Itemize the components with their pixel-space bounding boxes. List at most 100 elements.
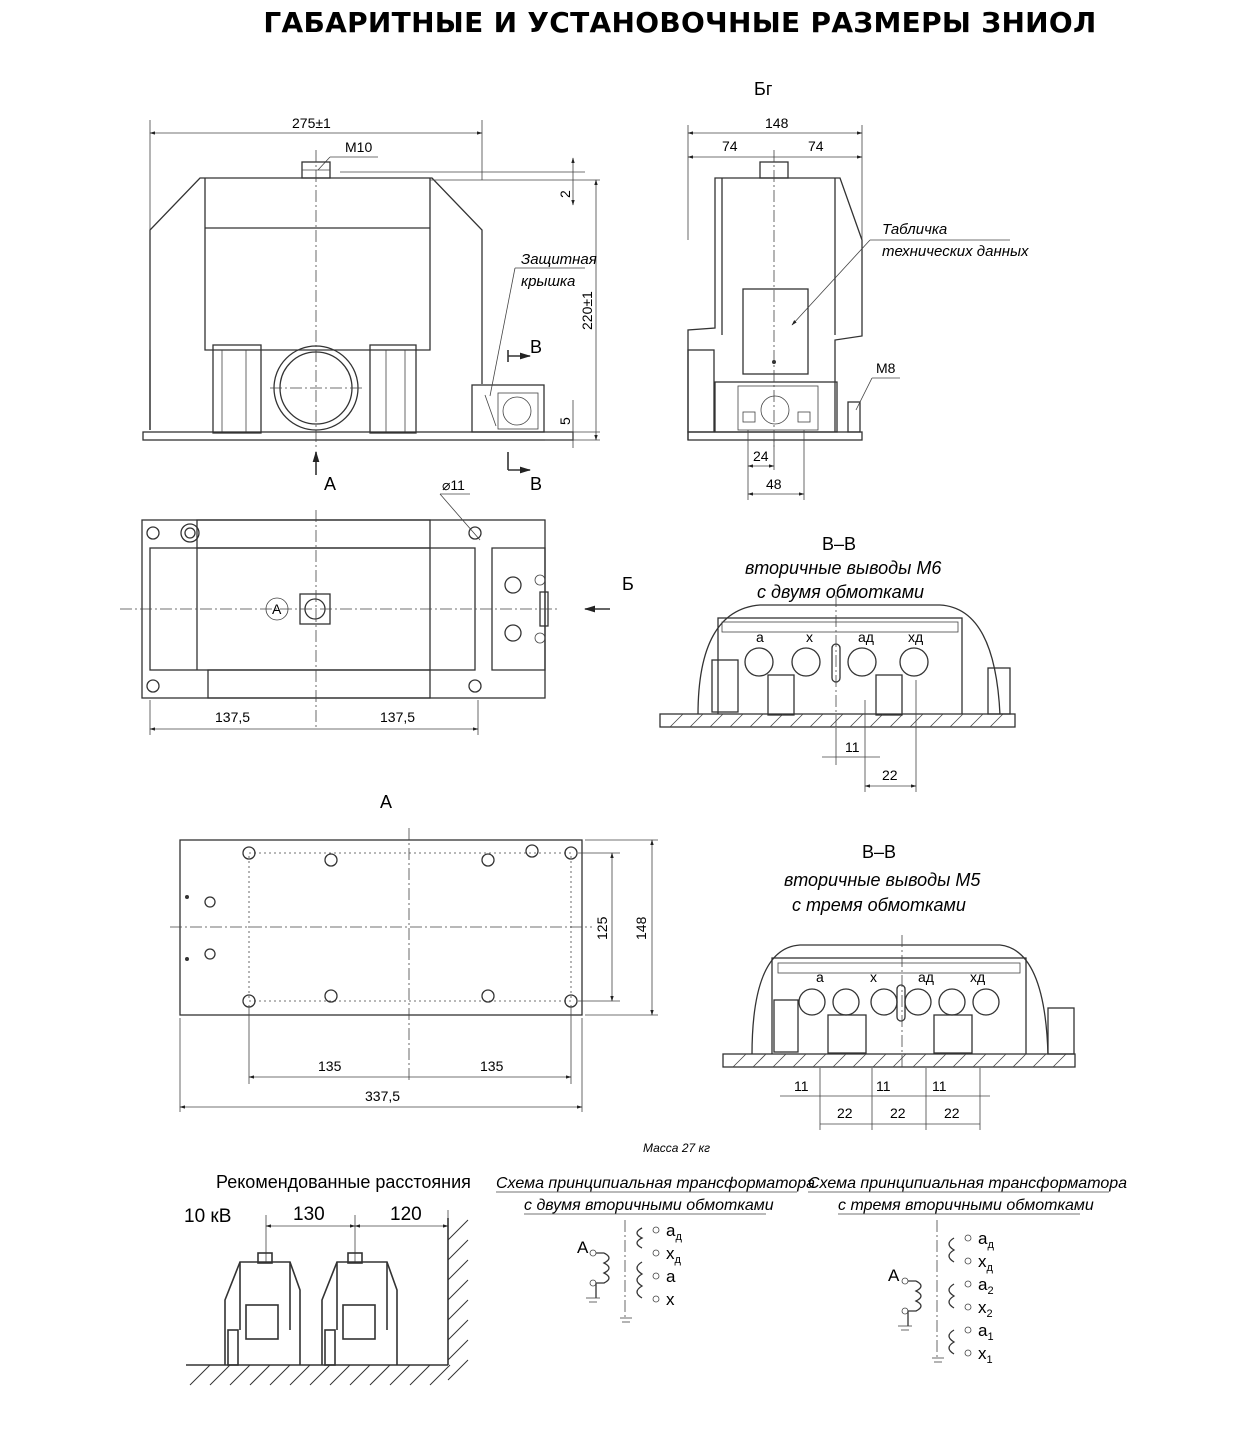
m5-subtitle-2: с тремя обмотками <box>792 895 966 915</box>
section-m6: В–В вторичные выводы М6 с двумя обмоткам… <box>659 534 1016 792</box>
hole-label: ⌀11 <box>442 477 465 493</box>
m5-subtitle-1: вторичные выводы М5 <box>784 870 981 890</box>
scheme-two-title-2: с двумя вторичными обмотками <box>524 1197 774 1214</box>
m6-dim-22: 22 <box>882 767 898 783</box>
front-width-dim: 275±1 <box>292 115 331 131</box>
side-half-right: 74 <box>808 138 824 154</box>
scheme-two-tap-label-1: хд <box>666 1244 682 1266</box>
bottom-dim-125: 125 <box>594 916 610 940</box>
plate-label-line2: технических данных <box>882 243 1029 260</box>
scheme-three-tap-label-1: хд <box>978 1252 994 1274</box>
scheme-two-tap-label-2: а <box>666 1267 676 1286</box>
mass-label: Масса 27 кг <box>643 1141 710 1155</box>
m6-title: В–В <box>822 534 856 554</box>
scheme-two-tap-label-3: х <box>666 1290 675 1309</box>
scheme-three-tap-label-4: а1 <box>978 1321 994 1343</box>
side-width-dim: 148 <box>765 115 789 131</box>
transformer-1 <box>224 1252 301 1366</box>
side-bolt-label: М8 <box>876 360 896 376</box>
bottom-dim-total: 337,5 <box>365 1088 400 1104</box>
distances-voltage: 10 кВ <box>184 1206 231 1227</box>
scheme-three-primary: А <box>888 1266 900 1285</box>
scheme-three-terminal-2 <box>964 1280 972 1288</box>
m6-terminal-xd: хд <box>908 629 923 645</box>
front-dim-2: 2 <box>557 190 573 198</box>
scheme-two-primary: А <box>577 1238 589 1257</box>
scheme-two-terminal-2 <box>652 1272 660 1280</box>
m5-dim-22-b: 22 <box>890 1105 906 1121</box>
m5-dim-11-a: 11 <box>794 1078 809 1094</box>
scheme-three-tap-label-0: ад <box>978 1229 994 1251</box>
m6-terminal-a: а <box>756 629 764 645</box>
front-bolt-label: М10 <box>345 139 372 155</box>
scheme-two-title-1: Схема принципиальная трансформатора <box>496 1175 815 1192</box>
scheme-two-terminal-0 <box>652 1226 660 1234</box>
scheme-two-terminal-1 <box>652 1249 660 1257</box>
plate-label-line1: Табличка <box>882 221 947 238</box>
wall-hatch <box>447 1219 469 1381</box>
m5-terminal-ad: ад <box>918 969 934 985</box>
m5-dim-11-c: 11 <box>932 1078 947 1094</box>
scheme-three-tap-label-5: х1 <box>978 1344 993 1366</box>
scheme-three-terminal-5 <box>964 1349 972 1357</box>
m5-dim-11-b: 11 <box>876 1078 891 1094</box>
front-view: 275±1 М10 2 2 <box>142 115 600 494</box>
top-right-dim: 137,5 <box>380 709 415 725</box>
m6-terminal-x: х <box>806 629 813 645</box>
top-left-dim: 137,5 <box>215 709 250 725</box>
scheme-three-windings: Схема принципиальная трансформатора с тр… <box>808 1175 1127 1366</box>
scheme-three-title-2: с тремя вторичными обмотками <box>838 1197 1094 1214</box>
distances-gap-1: 130 <box>293 1204 325 1225</box>
transformer-2 <box>321 1252 398 1366</box>
bottom-view: А 125 148 135 135 337,5 <box>170 792 658 1112</box>
section-mark-top: В <box>530 337 542 357</box>
m5-terminal-xd: хд <box>970 969 985 985</box>
section-m5: В–В вторичные выводы М5 с тремя обмоткам… <box>722 842 1076 1130</box>
m6-subtitle-1: вторичные выводы М6 <box>745 558 942 578</box>
scheme-three-terminal-0 <box>964 1234 972 1242</box>
bottom-dim-148: 148 <box>633 916 649 940</box>
m5-terminal-x: х <box>870 969 877 985</box>
scheme-two-terminal-3 <box>652 1295 660 1303</box>
m5-terminal-a: а <box>816 969 824 985</box>
m6-base-hatch <box>669 713 1004 728</box>
front-dim-5: 5 <box>557 417 573 425</box>
bottom-dim-135-left: 135 <box>318 1058 342 1074</box>
m5-dim-22-a: 22 <box>837 1105 853 1121</box>
side-dim-24: 24 <box>753 448 769 464</box>
m5-dim-22-c: 22 <box>944 1105 960 1121</box>
side-view: Бг 148 74 74 Табличка технических данных… <box>687 79 1029 500</box>
bottom-dim-135-right: 135 <box>480 1058 504 1074</box>
front-height-dim: 220±1 <box>579 291 595 330</box>
m5-base-hatch <box>732 1053 1067 1068</box>
distances-gap-2: 120 <box>390 1204 422 1225</box>
scheme-two-tap-label-0: ад <box>666 1221 682 1243</box>
cover-label-line2: крышка <box>521 273 575 290</box>
view-arrow-a: А <box>324 474 336 494</box>
scheme-three-title-1: Схема принципиальная трансформатора <box>808 1175 1127 1192</box>
bottom-view-label: А <box>380 792 392 812</box>
top-view: А ⌀11 Б 137,5 137,5 <box>120 477 634 735</box>
scheme-three-tap-label-3: х2 <box>978 1298 993 1320</box>
scheme-three-terminal-1 <box>964 1257 972 1265</box>
cover-label-line1: Защитная <box>521 251 597 268</box>
m6-terminal-ad: ад <box>858 629 874 645</box>
page-title: ГАБАРИТНЫЕ И УСТАНОВОЧНЫЕ РАЗМЕРЫ ЗНИОЛ <box>263 6 1097 39</box>
m6-subtitle-2: с двумя обмотками <box>757 582 924 602</box>
side-half-left: 74 <box>722 138 738 154</box>
side-view-label: Бг <box>754 79 773 99</box>
top-arrow-b: Б <box>622 574 634 594</box>
scheme-two-windings: Схема принципиальная трансформатора с дв… <box>496 1175 815 1323</box>
scheme-three-terminal-3 <box>964 1303 972 1311</box>
m5-title: В–В <box>862 842 896 862</box>
recommended-distances: Рекомендованные расстояния 10 кВ 130 120 <box>184 1172 471 1386</box>
m6-dim-11: 11 <box>845 739 860 755</box>
distances-title: Рекомендованные расстояния <box>216 1172 471 1192</box>
section-mark-bottom: В <box>530 474 542 494</box>
scheme-three-tap-label-2: а2 <box>978 1275 994 1297</box>
side-dim-48: 48 <box>766 476 782 492</box>
scheme-three-terminal-4 <box>964 1326 972 1334</box>
